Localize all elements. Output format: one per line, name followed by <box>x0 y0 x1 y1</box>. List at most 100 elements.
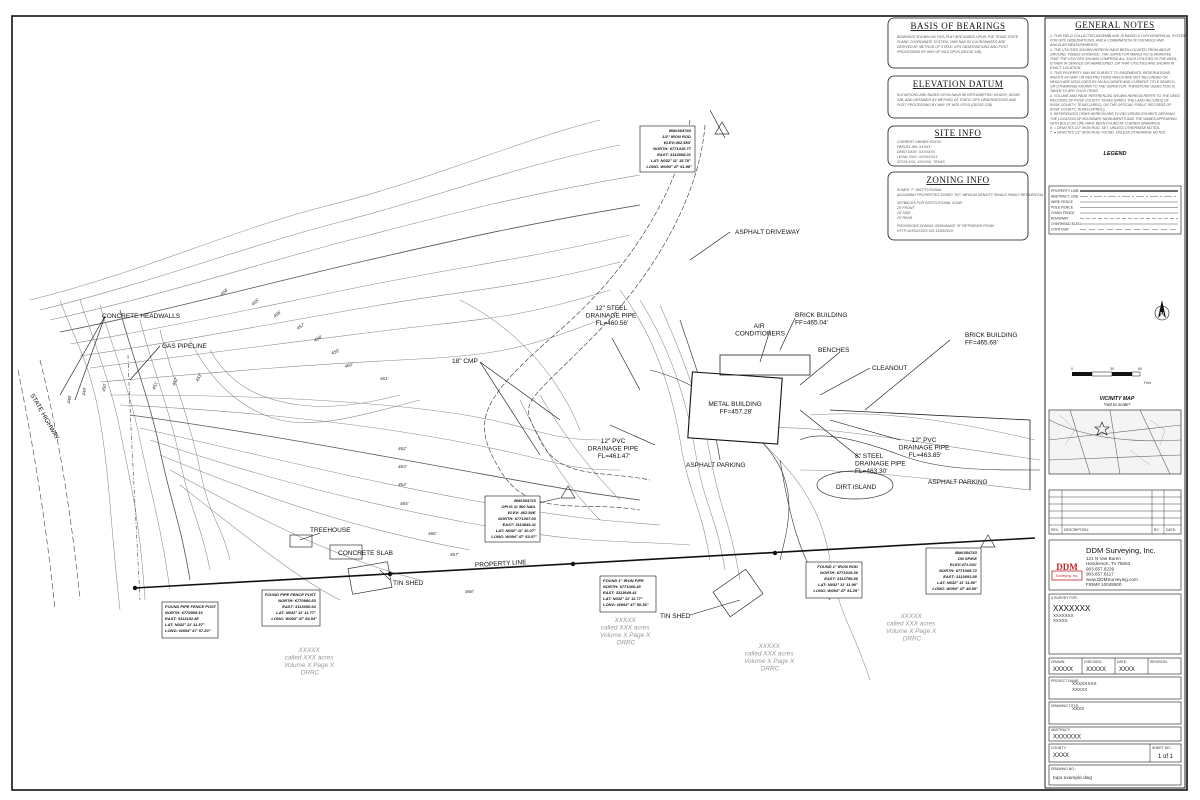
svg-text:ABSTRACT:: ABSTRACT: <box>1051 728 1071 732</box>
svg-text:BM#384723 OPUS @ 360 N: BM#384723 OPUS @ 360 NAIL ELEV: 462.946'… <box>491 498 537 539</box>
drawing-number-block: DRAWING NO.: topo example.dwg <box>1048 764 1182 786</box>
benchmark-2: BM#384723 OPUS @ 360 NAIL ELEV: 462.946'… <box>484 495 541 543</box>
svg-text:467': 467' <box>450 552 459 557</box>
svg-text:449': 449' <box>81 387 87 396</box>
svg-text:REVISION:: REVISION: <box>1150 660 1168 664</box>
site-location-star-icon <box>1094 421 1110 436</box>
svg-text:30: 30 <box>1110 367 1114 371</box>
svg-text:BY:: BY: <box>1154 528 1159 532</box>
contour-lines <box>29 119 1041 681</box>
label-cleanout: CLEANOUT <box>872 365 907 372</box>
svg-text:0: 0 <box>1071 367 1073 371</box>
svg-text:Feet: Feet <box>1144 381 1151 385</box>
svg-text:452': 452' <box>171 376 179 386</box>
drawn-row: DRAWN: XXXXX CHECKED: XXXXX DATE: XXXX R… <box>1048 657 1182 675</box>
elevation-datum-box: ELEVATION DATUM ELEVATIONS ARE BASED UPO… <box>887 75 1029 119</box>
corner-1: FOUND PIPE FENCE POST NORTH: 6770985.16 … <box>161 601 219 639</box>
svg-text:DRAWING TITLE:: DRAWING TITLE: <box>1051 704 1079 708</box>
svg-text:XXXXXXX: XXXXXXX <box>1053 735 1081 741</box>
svg-text:ZONING INFO: ZONING INFO <box>926 175 989 185</box>
label-pvc-pipe-1: 12" PVC DRAINAGE PIPE FL=461.47' <box>588 438 640 460</box>
svg-text:FOUND 1" IRON ROD NORT: FOUND 1" IRON ROD NORTH: 6771015.36 EAST… <box>813 564 859 593</box>
label-brick-building-1: BRICK BUILDING FF=465.04' <box>795 312 849 327</box>
svg-text:REV.: REV. <box>1051 528 1059 532</box>
svg-text:DRAWING NO.:: DRAWING NO.: <box>1051 767 1076 771</box>
svg-text:1. THIS FIELD COLLECTED ASSEM: 1. THIS FIELD COLLECTED ASSEMBLAGE IS BA… <box>1049 34 1187 135</box>
map-area: CONCRETE HEADWALLS GAS PIPELINE STATE HI… <box>17 109 1041 681</box>
svg-text:462': 462' <box>398 446 407 451</box>
svg-text:BM#384743 ON SPIKE: BM#384743 ON SPIKE ELEV:471.041' NORTH: … <box>932 550 978 591</box>
basis-of-bearings-box: BASIS OF BEARINGS BEARINGS SHOWN ON THIS… <box>887 17 1029 69</box>
corner-3: FOUND 1" IRON PIPE NORTH: 6771006.48 EAS… <box>599 575 657 613</box>
svg-text:ELEVATION DATUM: ELEVATION DATUM <box>913 79 1004 89</box>
svg-text:XXXXX: XXXXX <box>1053 667 1073 673</box>
svg-text:XXXX: XXXX <box>1072 706 1084 711</box>
label-tin-shed-2: TIN SHED <box>660 613 691 620</box>
label-state-highway: STATE HIGHWAY <box>28 393 60 442</box>
label-treehouse: TREEHOUSE <box>310 527 351 534</box>
svg-text:FOUND 1" IRON PIPE NOR: FOUND 1" IRON PIPE NORTH: 6771006.48 EAS… <box>603 578 649 607</box>
svg-text:topo example.dwg: topo example.dwg <box>1053 775 1092 781</box>
svg-text:XXXXXXX XXXXX: XXXXXXX XXXXX <box>1053 613 1075 623</box>
general-notes: GENERAL NOTES 1. THIS FIELD COLLECTED AS… <box>1049 20 1187 135</box>
title-block: GENERAL NOTES 1. THIS FIELD COLLECTED AS… <box>1044 17 1187 789</box>
county-sheet-row: COUNTY: XXXX SHEET NO.: 1 of 1 <box>1048 743 1182 763</box>
svg-text:468': 468' <box>465 589 474 594</box>
label-steel-pipe-2: 8" STEEL DRAINAGE PIPE FL=463.30' <box>855 453 907 475</box>
svg-text:FOUND PIPE FENCE POST: FOUND PIPE FENCE POST NORTH: 6770985.16 … <box>165 604 217 633</box>
svg-text:COUNTY:: COUNTY: <box>1051 746 1067 750</box>
svg-text:453': 453' <box>195 372 204 382</box>
sheet-border <box>11 15 1188 791</box>
brick-building-1-outline <box>719 354 811 376</box>
svg-text:FOUND PIPE FENCE POST: FOUND PIPE FENCE POST NORTH: 6770980.83 … <box>265 592 317 621</box>
company-block: DDM Surveying, Inc. DDM Surveying, Inc. … <box>1048 539 1182 591</box>
svg-text:457': 457' <box>296 322 306 331</box>
svg-text:450': 450' <box>101 383 107 392</box>
svg-text:458': 458' <box>313 334 323 343</box>
label-pvc-pipe-2: 12" PVC DRAINAGE PIPE FL=463.85' <box>899 437 951 459</box>
svg-text:BASIS OF BEARINGS: BASIS OF BEARINGS <box>910 21 1005 31</box>
label-brick-building-2: BRICK BUILDING FF=465.69' <box>965 332 1019 347</box>
project-block: PROJECT NAME: XXXXXXXX XXXXX <box>1048 676 1182 700</box>
svg-text:121 N Van Buren Hender: 121 N Van Buren Henderson, Tx 75653 903.… <box>1086 556 1139 587</box>
svg-text:GENERAL NOTES: GENERAL NOTES <box>1075 20 1154 30</box>
legend: LEGEND PROPERTY LINE ABSTRACT LINE WIRE … <box>1048 151 1182 235</box>
label-asphalt-parking-2: ASPHALT PARKING <box>928 479 988 486</box>
benchmark-3: BM#384743 ON SPIKE ELEV:471.041' NORTH: … <box>925 547 982 595</box>
adjoiner-1: XXXXX called XXX acres Volume X Page X D… <box>284 647 336 677</box>
svg-text:DATE:: DATE: <box>1117 660 1127 664</box>
svg-text:DRAWN:: DRAWN: <box>1051 660 1065 664</box>
svg-text:455': 455' <box>250 297 260 306</box>
company-logo: DDM Surveying, Inc. <box>1051 562 1083 581</box>
adjoiner-3: XXXXX called XXX acres Volume X Page X D… <box>744 643 796 673</box>
label-air-conditioners: AIR CONDITIONERS <box>735 323 786 338</box>
svg-text:DDM: DDM <box>1056 562 1078 572</box>
svg-text:PROPERTY LINE ABSTRACT: PROPERTY LINE ABSTRACT LINE WIRE FENCE P… <box>1051 189 1082 232</box>
label-concrete-slab: CONCRETE SLAB <box>338 550 393 557</box>
svg-text:XXXXXXXX XXXXX: XXXXXXXX XXXXX <box>1072 681 1098 692</box>
svg-text:XXXX: XXXX <box>1053 753 1069 759</box>
label-benches: BENCHES <box>818 347 850 354</box>
adjoiner-4: XXXXX called XXX acres Volume X Page X D… <box>886 613 938 643</box>
svg-text:463': 463' <box>398 464 407 469</box>
company-name: DDM Surveying, Inc. <box>1086 546 1156 555</box>
svg-text:XXXXX: XXXXX <box>1086 667 1106 673</box>
corner-4: FOUND 1" IRON ROD NORTH: 6771015.36 EAST… <box>805 561 863 599</box>
label-steel-pipe-1: 12" STEEL DRAINAGE PIPE FL=460.56' <box>586 305 638 327</box>
label-gas-pipeline: GAS PIPELINE <box>162 343 207 350</box>
svg-text:456': 456' <box>272 309 282 318</box>
svg-text:Surveying, Inc.: Surveying, Inc. <box>1056 574 1078 578</box>
svg-text:DESCRIPTION:: DESCRIPTION: <box>1064 528 1089 532</box>
svg-text:459': 459' <box>330 348 340 356</box>
svg-text:XXXXXXX: XXXXXXX <box>1053 604 1091 613</box>
svg-text:XXXX: XXXX <box>1119 667 1135 673</box>
zoning-info-box: ZONING INFO ZONED "I": INSTITUTIONAL ADJ… <box>887 171 1045 241</box>
scale-bar: 0 30 60 Feet <box>1071 367 1151 385</box>
corner-2: FOUND PIPE FENCE POST NORTH: 6770980.83 … <box>261 589 321 627</box>
dirt-island-outline <box>816 470 894 500</box>
svg-text:CHECKED:: CHECKED: <box>1084 660 1102 664</box>
svg-text:PROJECT NAME:: PROJECT NAME: <box>1051 679 1079 683</box>
svg-text:ZONED "I": INSTITUTIONAL: ZONED "I": INSTITUTIONAL ADJOINING PROPE… <box>896 188 1045 233</box>
